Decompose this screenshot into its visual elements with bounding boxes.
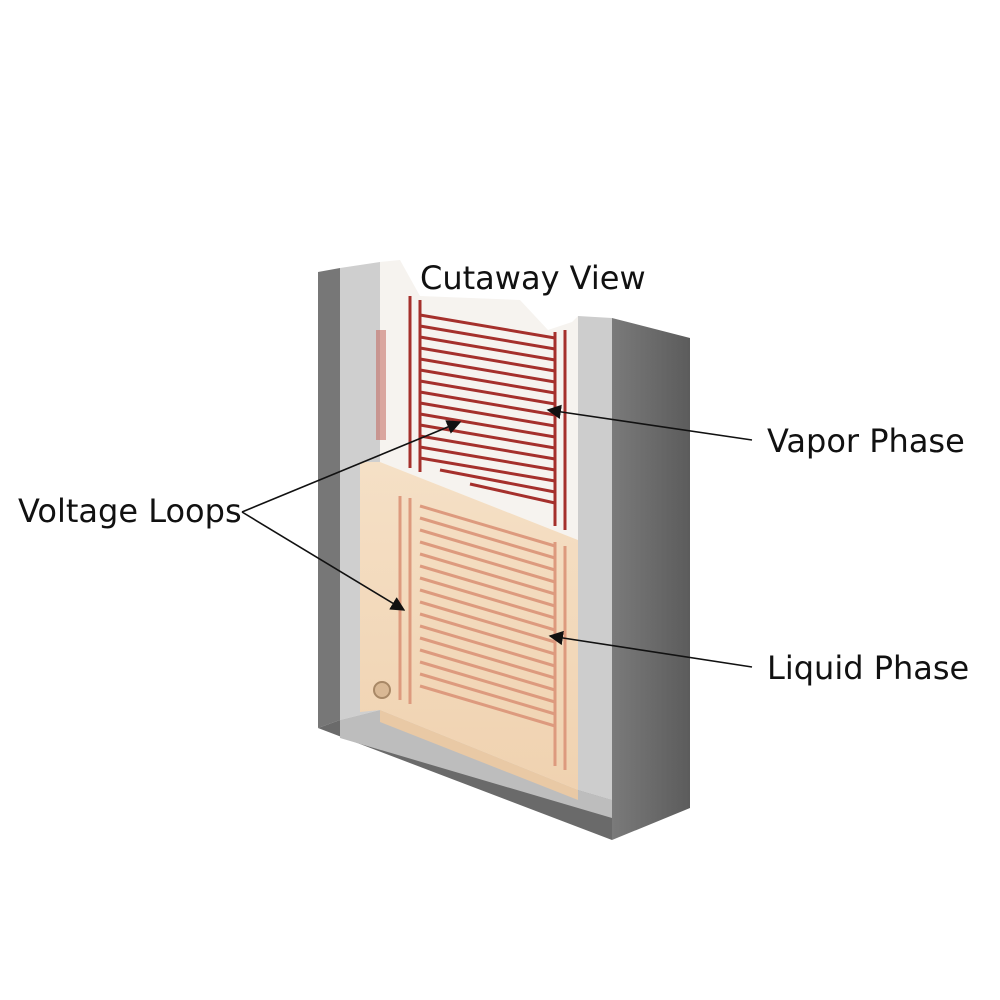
arrow-vapor: [546, 404, 753, 441]
cutaway-view-title: Cutaway View: [420, 259, 646, 297]
voltage-loops-label: Voltage Loops: [18, 492, 242, 530]
arrow-voltage-upper: [241, 420, 462, 513]
liquid-region: [360, 462, 578, 790]
arrow-voltage-lower: [241, 511, 406, 611]
tank-left-wall: [318, 268, 340, 728]
tank-inner-right: [578, 316, 612, 800]
liquid-base: [380, 710, 578, 800]
vapor-phase-label: Vapor Phase: [767, 422, 965, 460]
annotation-arrows: [241, 404, 753, 668]
liquid-phase-label: Liquid Phase: [767, 649, 970, 687]
board-label-strip: [376, 330, 386, 440]
tank-right-wall: [612, 318, 690, 840]
liquid-fitting: [373, 681, 391, 699]
tank-inner-bottom: [340, 710, 612, 818]
vapor-board: [380, 260, 578, 540]
liquid-traces: [398, 496, 567, 770]
arrow-liquid: [548, 630, 753, 668]
